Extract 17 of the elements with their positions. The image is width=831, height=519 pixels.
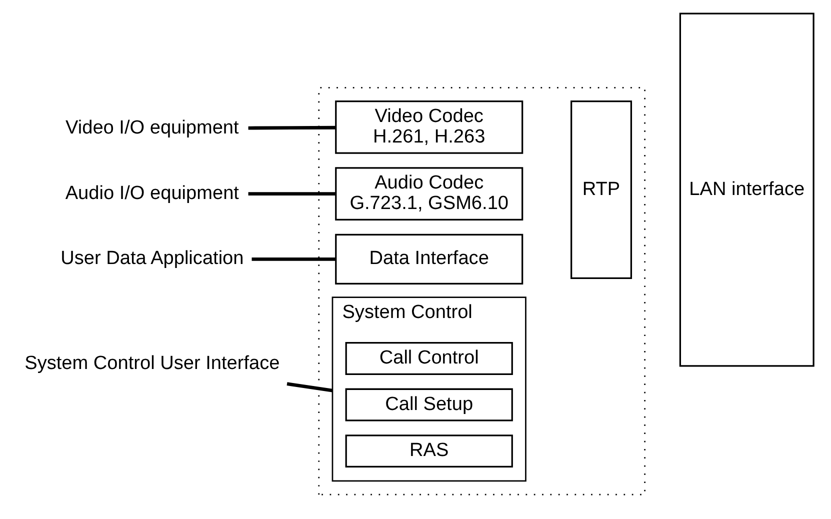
node-text: Video I/O equipment: [66, 118, 239, 139]
node-box: RAS: [345, 434, 513, 468]
node-text: System Control User Interface: [24, 352, 280, 374]
connector: [286, 382, 333, 392]
node-box: Call Control: [345, 342, 513, 375]
node-box: Audio Codec G.723.1, GSM6.10: [335, 167, 524, 221]
cluster: [318, 87, 646, 496]
connector: [248, 126, 336, 130]
node-box: RTP: [570, 100, 632, 280]
node-text: User Data Application: [60, 248, 244, 270]
connector: [248, 192, 336, 196]
node-box: Call Setup: [345, 388, 513, 422]
connector: [252, 257, 336, 261]
node-box: LAN interface: [679, 12, 814, 367]
node-box: Data Interface: [335, 234, 524, 284]
node-text: Audio I/O equipment: [65, 182, 239, 204]
node-box: Video Codec H.261, H.263: [335, 100, 524, 154]
